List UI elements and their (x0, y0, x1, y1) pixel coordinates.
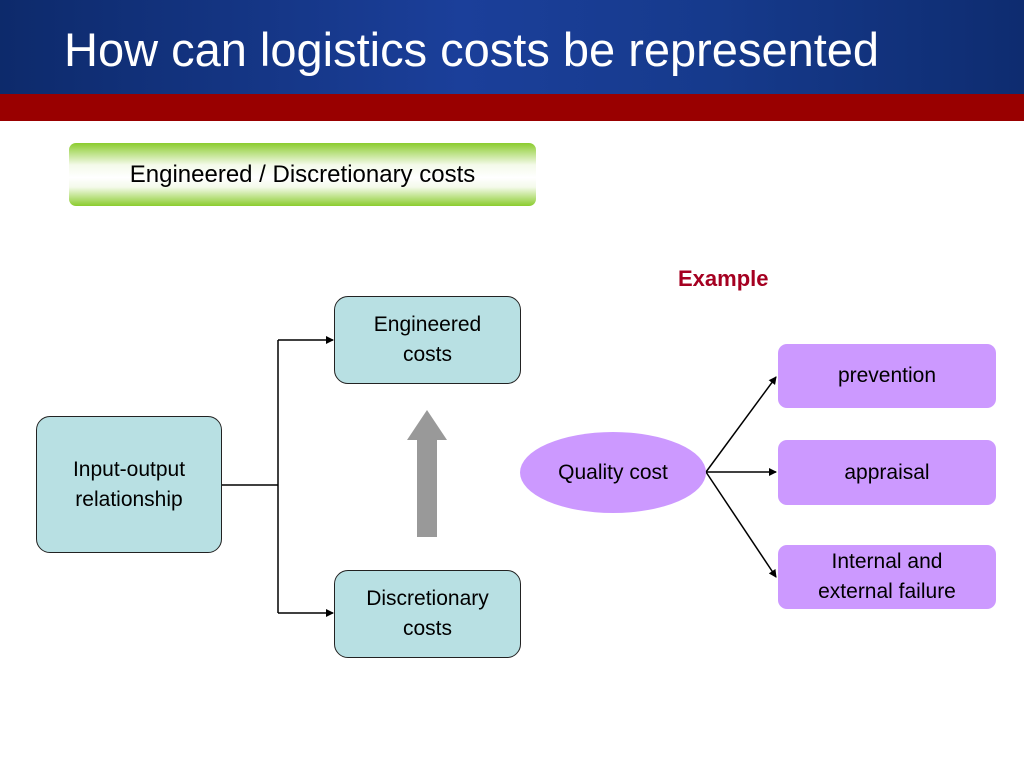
prevention-node: prevention (778, 344, 996, 408)
topic-banner: Engineered / Discretionary costs (69, 143, 536, 206)
appraisal-label: appraisal (844, 460, 930, 484)
slide-title: How can logistics costs be represented (64, 23, 880, 76)
quality-cost-label: Quality cost (558, 460, 668, 484)
failure-line-2: external failure (818, 580, 956, 603)
prevention-label: prevention (837, 364, 937, 387)
engineered-line-1: Engineered (373, 313, 482, 336)
discretionary-costs-node: Discretionary costs (334, 570, 521, 658)
engineered-line-2: costs (402, 343, 452, 366)
arrow-to-failure (705, 471, 777, 578)
failure-node: Internal and external failure (778, 545, 996, 609)
topic-text: Engineered / Discretionary costs (129, 160, 476, 188)
failure-line-1: Internal and (831, 550, 943, 573)
input-output-line-1: Input-output (72, 457, 186, 481)
engineered-costs-node: Engineered costs (334, 296, 521, 384)
input-output-line-2: relationship (75, 487, 183, 511)
title-accent-stripe (0, 94, 1024, 121)
discretionary-line-2: costs (402, 617, 452, 640)
example-label: Example (678, 266, 769, 291)
gray-up-arrow (407, 410, 447, 537)
input-output-relationship-node: Input-output relationship (36, 416, 222, 553)
title-bar: How can logistics costs be represented (0, 0, 1024, 94)
quality-cost-ellipse: Quality cost (520, 432, 706, 513)
arrow-to-prevention (705, 376, 777, 473)
discretionary-line-1: Discretionary (366, 587, 489, 610)
appraisal-node: appraisal (778, 440, 996, 505)
